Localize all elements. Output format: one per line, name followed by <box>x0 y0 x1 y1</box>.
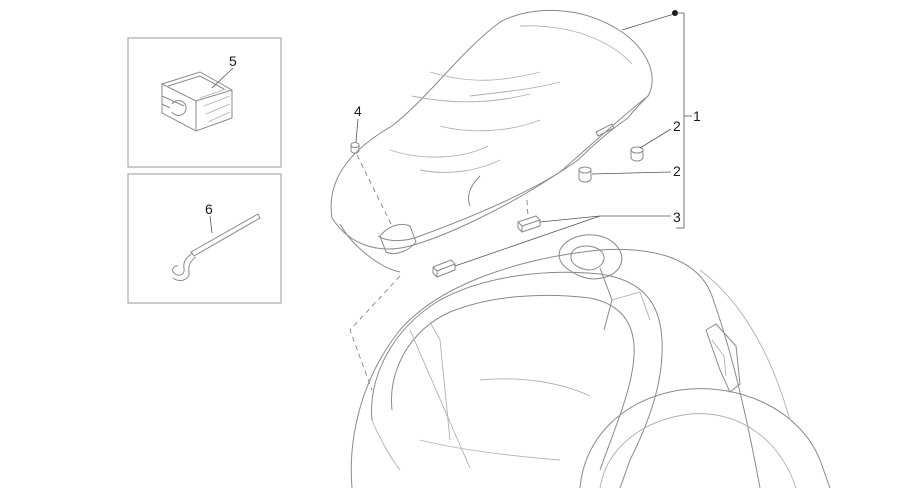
leader-2a <box>639 128 672 149</box>
reference-dot <box>672 10 678 16</box>
nut-icon <box>350 142 360 154</box>
clip-icon-a <box>517 215 541 233</box>
leader-4 <box>355 118 359 143</box>
seat-saddle-icon <box>330 9 653 273</box>
callout-3: 3 <box>673 209 681 225</box>
callout-2b: 2 <box>673 163 681 179</box>
assembly-line-4 <box>356 154 393 227</box>
bracket-1 <box>676 12 685 229</box>
inset-box-part-6: 6 <box>127 173 282 304</box>
callout-1: 1 <box>693 108 701 124</box>
inset-frame-5 <box>127 37 282 168</box>
inset-box-part-5: 5 <box>127 37 282 168</box>
rubber-stop-icon-a <box>630 146 644 162</box>
rubber-buffer-icon <box>161 71 233 132</box>
leader-3-a <box>539 215 601 223</box>
leader-3-b <box>454 215 601 267</box>
assembly-line-seat <box>349 275 401 391</box>
storage-compartment-body-icon <box>350 234 831 488</box>
leader-1-top <box>621 13 675 31</box>
seat-hook-icon <box>172 213 261 281</box>
rubber-stop-icon-b <box>578 166 592 183</box>
callout-5: 5 <box>229 53 237 69</box>
leader-6 <box>209 215 213 234</box>
leader-5 <box>211 67 234 89</box>
callout-6: 6 <box>205 201 213 217</box>
callout-4: 4 <box>354 103 362 119</box>
clip-icon-b <box>432 259 456 278</box>
inset-frame-6 <box>127 173 282 304</box>
callout-2a: 2 <box>673 118 681 134</box>
assembly-line-clip <box>526 199 529 217</box>
leader-2b <box>591 171 672 175</box>
